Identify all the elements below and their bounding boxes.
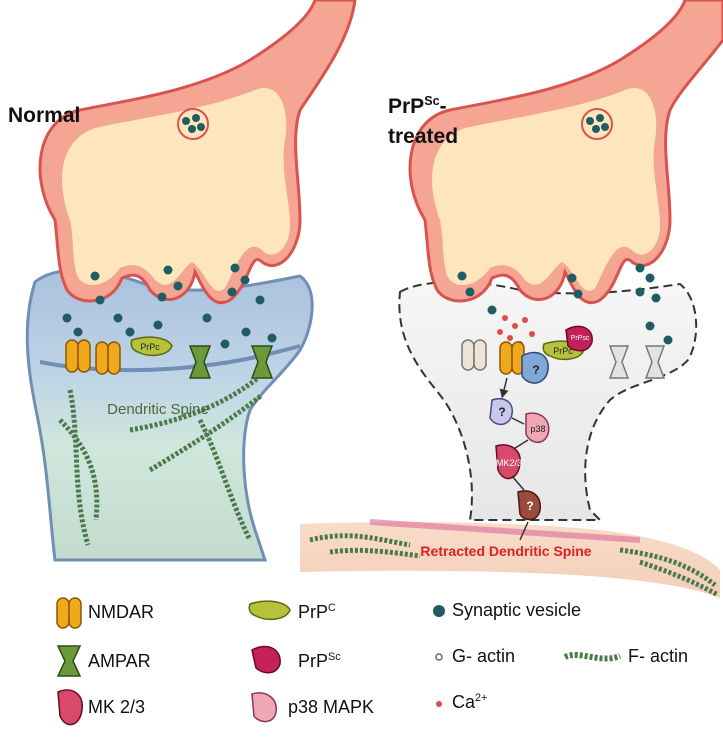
f-actin-normal: [58, 376, 264, 546]
p38-tag: p38: [530, 424, 545, 434]
unknown-blue-protein: ?: [521, 351, 549, 384]
legend-mk23-label: MK 2/3: [88, 697, 146, 717]
legend-ca-label: Ca2+: [452, 692, 487, 713]
legend: [56, 597, 622, 726]
unknown-tag-3: ?: [526, 499, 533, 513]
synaptic-vesicles-top-treated: [586, 114, 609, 133]
vesicle-compartment: [177, 108, 209, 140]
legend-ca-icon: [436, 701, 442, 707]
nmdar-left-2: [95, 341, 121, 375]
legend-prpc-main: PrP: [298, 602, 329, 622]
legend-prpc-icon: [248, 600, 291, 621]
retracted-spine-base: [369, 519, 641, 543]
nmdar-inactive: [461, 339, 487, 371]
mk23-protein: [495, 444, 521, 480]
prpc-normal: PrPc: [130, 336, 173, 357]
legend-prpsc-main: PrP: [298, 651, 329, 671]
synaptic-vesicles-normal: [62, 263, 277, 349]
legend-nmdar-icon: [56, 597, 82, 629]
prpsc-tag-treated: PrPsc: [571, 335, 590, 342]
unknown-tag-2: ?: [498, 405, 505, 419]
legend-gactin-label: G- actin: [452, 646, 516, 666]
prpc-tag-treated: PrPc: [553, 346, 573, 356]
legend-p38-icon: [251, 692, 277, 723]
legend-factin-label: F- actin: [628, 646, 689, 666]
retracted-spine-label: Retracted Dendritic Spine: [420, 543, 591, 559]
legend-gactin-icon: [435, 653, 443, 661]
legend-prpc-sup: C: [328, 602, 336, 614]
dendritic-spine-label: Dendritic Spine: [107, 401, 209, 418]
legend-ampar-label: AMPAR: [88, 651, 151, 671]
treated-title-line2: treated: [388, 125, 459, 149]
legend-ca-main: Ca: [452, 692, 476, 712]
treated-title-main: PrP: [388, 95, 425, 118]
legend-vesicle-icon: [433, 605, 445, 617]
nmdar-left-1: [65, 339, 91, 373]
normal-panel: PrPc Dendritic Spine: [25, 0, 357, 562]
terminal-cytoplasm-normal: [62, 88, 291, 291]
treated-title-sup: Sc: [424, 94, 440, 108]
unknown-lavender-protein: [489, 398, 513, 426]
synaptic-vesicles-treated: [457, 263, 673, 345]
legend-prpsc-icon: [251, 645, 281, 674]
prpc-tag-normal: PrPc: [140, 342, 160, 352]
unknown-tag-1: ?: [532, 363, 539, 377]
f-actin-treated: [309, 533, 720, 598]
ampar-left-2: [250, 345, 274, 379]
treated-title-dash: -: [439, 95, 447, 118]
unknown-brown-protein: [517, 490, 541, 521]
dendritic-spine-treated: [398, 281, 698, 521]
legend-prpsc-label: PrPSc: [298, 651, 341, 672]
legend-mk23-icon: [57, 689, 83, 726]
normal-title: Normal: [8, 104, 81, 127]
vesicle-compartment-treated: [581, 108, 613, 140]
legend-factin-icon: [563, 652, 622, 662]
ampar-left-1: [188, 345, 212, 379]
p38-protein: [525, 412, 550, 443]
legend-ampar-icon: [56, 645, 82, 677]
ampar-inactive: [608, 345, 666, 379]
signaling-cascade: ? p38 MK2/3 ?: [489, 377, 550, 541]
mk23-tag: MK2/3: [496, 458, 522, 468]
legend-prpsc-sup: Sc: [328, 651, 341, 663]
legend-nmdar-label: NMDAR: [88, 602, 154, 622]
legend-p38-label: p38 MAPK: [288, 697, 375, 717]
synaptic-vesicles-top: [182, 114, 205, 133]
treated-panel: Retracted Dendritic Spine: [300, 0, 723, 598]
prpsc-treated: PrPsc: [565, 325, 593, 352]
treated-title: PrPSc- treated: [388, 92, 458, 153]
legend-ca-sup: 2+: [475, 692, 488, 704]
legend-vesicle-label: Synaptic vesicle: [452, 600, 582, 620]
legend-prpc-label: PrPC: [298, 602, 336, 623]
nmdar-active: [499, 341, 525, 375]
